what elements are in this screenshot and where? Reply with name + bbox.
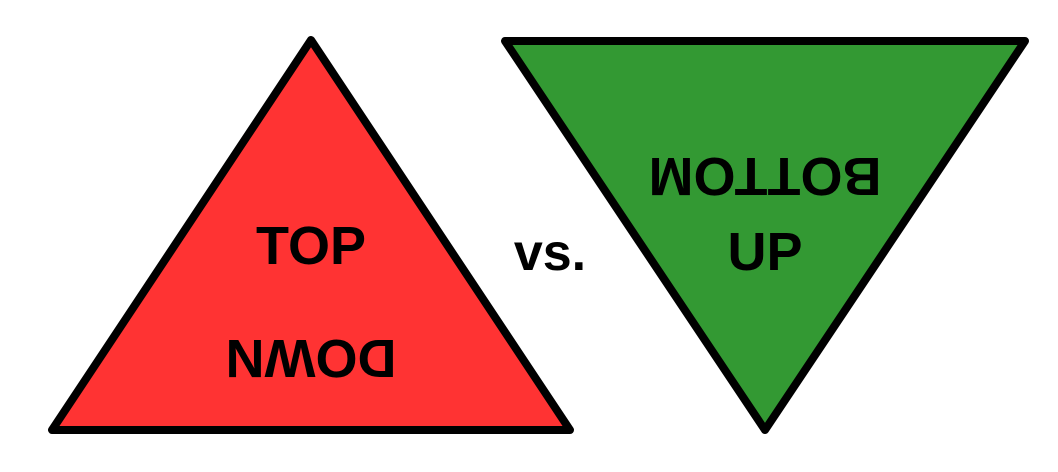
top-down-label-top: TOP: [256, 216, 366, 276]
bottom-up-label-up: UP: [727, 222, 802, 282]
bottom-up-triangle-shape: [501, 37, 1029, 434]
bottom-up-label-bottom: BOTTOM: [649, 146, 882, 206]
top-down-triangle: TOP DOWN: [48, 36, 574, 434]
top-down-triangle-shape: [48, 36, 574, 434]
bottom-up-triangle: BOTTOM UP: [501, 37, 1029, 434]
top-down-label-down: DOWN: [226, 328, 397, 388]
vs-separator: vs.: [514, 224, 586, 282]
